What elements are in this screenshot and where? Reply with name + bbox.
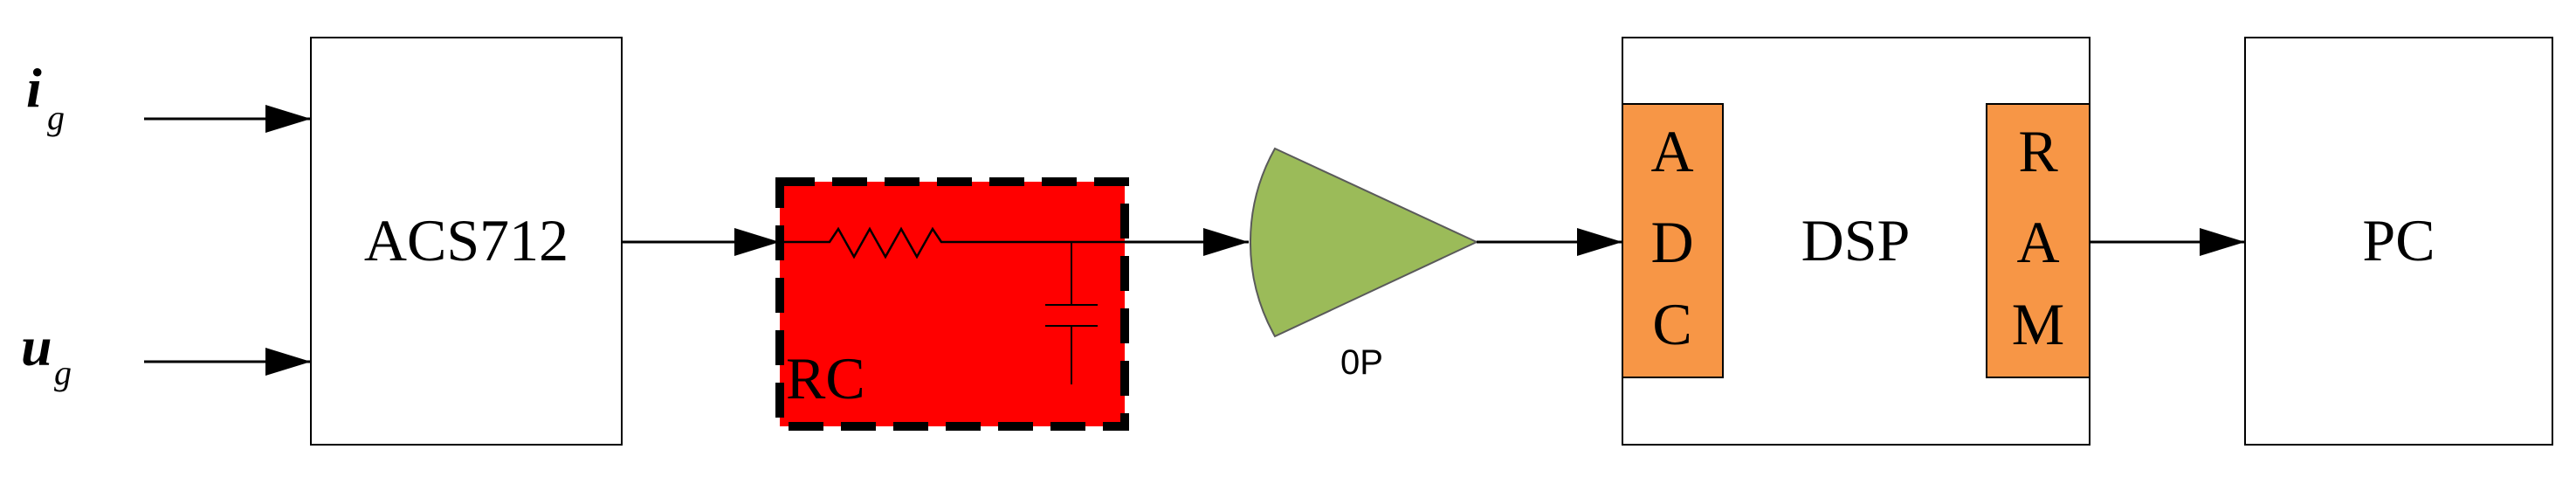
- adc-letter-2: D: [1650, 209, 1693, 275]
- processor-label: DSP: [1801, 207, 1911, 273]
- filter-label: RC: [786, 345, 865, 411]
- amplifier-shape: [1250, 147, 1479, 338]
- sensor-block: [310, 37, 623, 446]
- ram-letter-3: M: [2012, 291, 2064, 357]
- adc-block: [1622, 103, 1724, 378]
- pc-label: PC: [2362, 207, 2435, 273]
- ram-letter-2: A: [2016, 209, 2059, 275]
- adc-letter-1: A: [1650, 118, 1693, 184]
- voltage-symbol: u: [21, 315, 52, 377]
- sensor-label: ACS712: [364, 207, 568, 273]
- current-subscript: g: [47, 98, 65, 137]
- ram-letter-1: R: [2018, 118, 2058, 184]
- resistor-symbol: [780, 226, 1126, 259]
- adc-letter-3: C: [1652, 291, 1691, 357]
- current-symbol: i: [26, 57, 42, 119]
- input-current-label: i g: [26, 57, 65, 137]
- input-voltage-label: u g: [21, 315, 72, 392]
- pc-block: [2244, 37, 2553, 446]
- voltage-subscript: g: [54, 353, 72, 392]
- amplifier-label: 0P: [1340, 343, 1383, 382]
